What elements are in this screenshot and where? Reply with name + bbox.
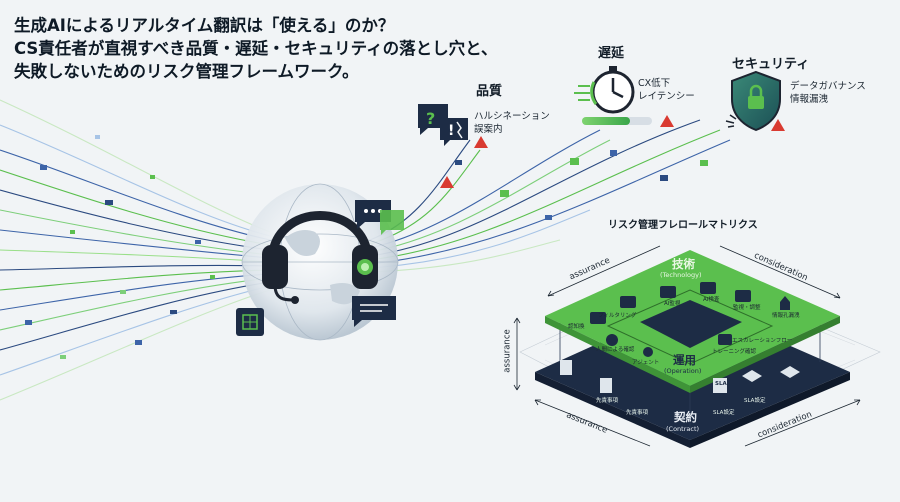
quality-title: 品質: [476, 84, 503, 99]
matrix-item-icons: [560, 282, 800, 393]
headline-line-2: CS責任者が直視すべき品質・遅延・セキュリティの落とし穴と、: [14, 39, 498, 58]
svg-text:?: ?: [426, 109, 435, 128]
data-particles-right: [440, 150, 708, 220]
security-title: セキュリティ: [732, 57, 810, 72]
quality-warning-icon: [474, 136, 488, 148]
quality-detail: ハルシネーション 誤案内: [474, 110, 550, 136]
data-particles-left: [25, 135, 215, 359]
stopwatch-icon: [574, 66, 635, 114]
layer-operation-subtitle: (Operation): [664, 367, 702, 375]
hallucination-chat-icon: ? !: [418, 104, 468, 146]
contract-item-liability-2: 先責事項: [626, 410, 649, 416]
layer-operation-title: 運用: [673, 353, 696, 367]
security-line-1: データガバナンス: [790, 81, 866, 92]
svg-text:!: !: [448, 123, 454, 139]
matrix-title: リスク管理フレロールマトリクス: [608, 220, 758, 231]
ops-item-human-check: 人間による確認: [596, 347, 635, 353]
data-stream-left: [0, 99, 271, 401]
contract-item-liability-1: 先責事項: [596, 398, 619, 404]
tech-item-leak: 情報孔漏洩: [772, 313, 800, 319]
headline-line-3: 失敗しないためのリスク管理フレームワーク。: [14, 62, 359, 81]
latency-line-1: CX低下: [638, 78, 671, 89]
security-line-2: 情報漏洩: [790, 94, 829, 105]
ops-item-agent: アジェント: [632, 360, 660, 366]
chat-bubble-icon: [355, 200, 404, 235]
security-detail: データガバナンス 情報漏洩: [790, 80, 866, 106]
latency-progress-bar: [582, 117, 652, 125]
layer-technology-title: 技術: [672, 257, 695, 271]
headline: 生成AIによるリアルタイム翻訳は「使える」のか？ CS責任者が直視すべき品質・遅…: [14, 14, 498, 83]
layer-contract-subtitle: (Contract): [666, 425, 700, 433]
sla-badge: SLA: [715, 381, 727, 387]
security-warning-icon: [771, 119, 785, 131]
axis-assurance-side: assurance: [502, 329, 513, 373]
layer-technology-subtitle: (Technology): [660, 271, 702, 279]
latency-detail: CX低下 レイテンシー: [638, 77, 695, 103]
risk-matrix: [513, 245, 881, 448]
shield-lock-icon: [725, 70, 781, 132]
headset-icon: [267, 211, 373, 267]
message-bubble-icon: [352, 296, 396, 327]
headset-hub: [236, 183, 404, 341]
quality-line-2: 誤案内: [474, 124, 503, 135]
ops-item-escalation: エスカレーションフロー: [732, 338, 793, 344]
chip-icon: [236, 308, 264, 336]
tech-item-ai-inspect: AI検査: [703, 297, 720, 303]
layer-contract-title: 契約: [674, 410, 697, 424]
ops-item-training: トレーニング確認: [712, 349, 757, 355]
headline-line-1: 生成AIによるリアルタイム翻訳は「使える」のか？: [14, 16, 395, 35]
contract-item-sla-2: SLA設定: [744, 398, 766, 404]
tech-item-monitor-adjust: 監視・調整: [733, 305, 761, 311]
data-stream-right: [369, 119, 731, 273]
contract-item-sla-1: SLA設定: [713, 410, 735, 416]
quality-line-1: ハルシネーション: [474, 111, 550, 122]
latency-title: 遅延: [598, 46, 625, 61]
latency-warning-icon: [660, 115, 674, 127]
ops-item-recognition: 認知換: [568, 324, 585, 330]
tech-item-ai-monitor: AI監視: [664, 301, 681, 307]
latency-line-2: レイテンシー: [638, 91, 695, 102]
tech-item-filtering: フィルタリング: [598, 313, 637, 319]
